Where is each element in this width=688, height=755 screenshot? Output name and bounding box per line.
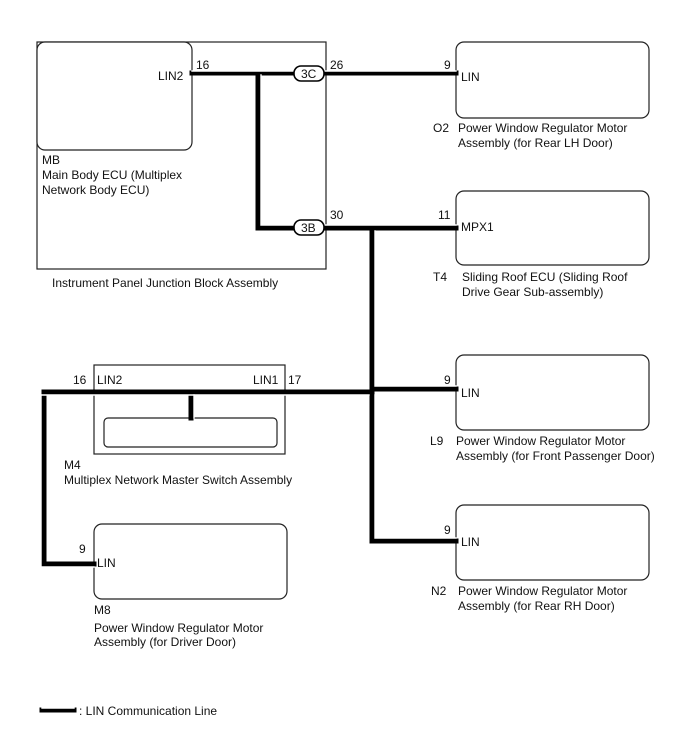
m4-outline bbox=[93, 364, 286, 455]
wire-inner-ecu-drop bbox=[260, 74, 457, 226]
wire-m4-to-m8 bbox=[41, 389, 97, 567]
m8-name-line2: Assembly (for Driver Door) bbox=[94, 635, 236, 649]
m8-name-line1: Power Window Regulator Motor bbox=[94, 621, 263, 635]
l9-terminal: LIN bbox=[461, 386, 480, 400]
t4-terminal: MPX1 bbox=[461, 220, 494, 234]
o2-name-line2: Assembly (for Rear LH Door) bbox=[458, 136, 613, 150]
m4-pin-left: 16 bbox=[73, 373, 87, 387]
connector-3b-pin: 30 bbox=[330, 208, 344, 222]
junction-block-label: Instrument Panel Junction Block Assembly bbox=[52, 276, 278, 290]
wire-inner-trunk bbox=[374, 230, 457, 387]
l9-name-line1: Power Window Regulator Motor bbox=[456, 434, 625, 448]
legend: : LIN Communication Line bbox=[39, 704, 217, 718]
main-body-ecu-name-line2: Network Body ECU) bbox=[42, 183, 149, 197]
connector-3c-label: 3C bbox=[301, 67, 317, 81]
t4-name-line2: Drive Gear Sub-assembly) bbox=[462, 285, 603, 299]
n2-code: N2 bbox=[431, 584, 447, 598]
n2-name-line2: Assembly (for Rear RH Door) bbox=[458, 599, 615, 613]
l9-box bbox=[455, 354, 650, 431]
n2-terminal: LIN bbox=[461, 535, 480, 549]
connector-3b bbox=[293, 219, 325, 236]
m8-box bbox=[93, 523, 288, 600]
o2-name-line1: Power Window Regulator Motor bbox=[458, 121, 627, 135]
wire-inner-m4-to-m8 bbox=[40, 394, 95, 568]
o2-terminal: LIN bbox=[461, 70, 480, 84]
connector-3c-pin: 26 bbox=[330, 58, 344, 72]
wire-ecu-drop-to-3b bbox=[255, 70, 459, 231]
o2-pin: 9 bbox=[444, 58, 451, 72]
l9-code: L9 bbox=[430, 434, 444, 448]
main-body-ecu-code: MB bbox=[42, 153, 60, 167]
wire-inner-trunk-low bbox=[374, 394, 457, 539]
l9-name-line2: Assembly (for Front Passenger Door) bbox=[456, 449, 655, 463]
t4-pin: 11 bbox=[438, 208, 451, 222]
m4-switch-body bbox=[103, 417, 278, 448]
t4-name-line1: Sliding Roof ECU (Sliding Roof bbox=[462, 270, 628, 284]
m8-code: M8 bbox=[94, 603, 111, 617]
n2-pin: 9 bbox=[444, 523, 451, 537]
legend-label: : LIN Communication Line bbox=[79, 704, 217, 718]
connector-3c bbox=[293, 65, 325, 82]
main-body-ecu-pin: 16 bbox=[196, 58, 210, 72]
connector-3b-label: 3B bbox=[301, 221, 316, 235]
o2-box bbox=[455, 41, 650, 119]
m4-terminal-right: LIN1 bbox=[253, 373, 279, 387]
m8-terminal: LIN bbox=[97, 556, 116, 570]
m4-name: Multiplex Network Master Switch Assembly bbox=[64, 473, 292, 487]
m4-code: M4 bbox=[64, 458, 81, 472]
main-body-ecu-name-line1: Main Body ECU (Multiplex bbox=[42, 168, 182, 182]
m8-pin: 9 bbox=[79, 542, 86, 556]
l9-pin: 9 bbox=[444, 373, 451, 387]
n2-name-line1: Power Window Regulator Motor bbox=[458, 584, 627, 598]
m4-terminal-left: LIN2 bbox=[97, 373, 123, 387]
main-body-ecu-terminal: LIN2 bbox=[158, 69, 184, 83]
o2-code: O2 bbox=[433, 121, 449, 135]
wire-trunk bbox=[369, 225, 459, 544]
t4-code: T4 bbox=[433, 270, 447, 284]
m4-pin-right: 17 bbox=[288, 373, 302, 387]
main-body-ecu-box bbox=[36, 41, 193, 151]
n2-box bbox=[455, 504, 650, 581]
